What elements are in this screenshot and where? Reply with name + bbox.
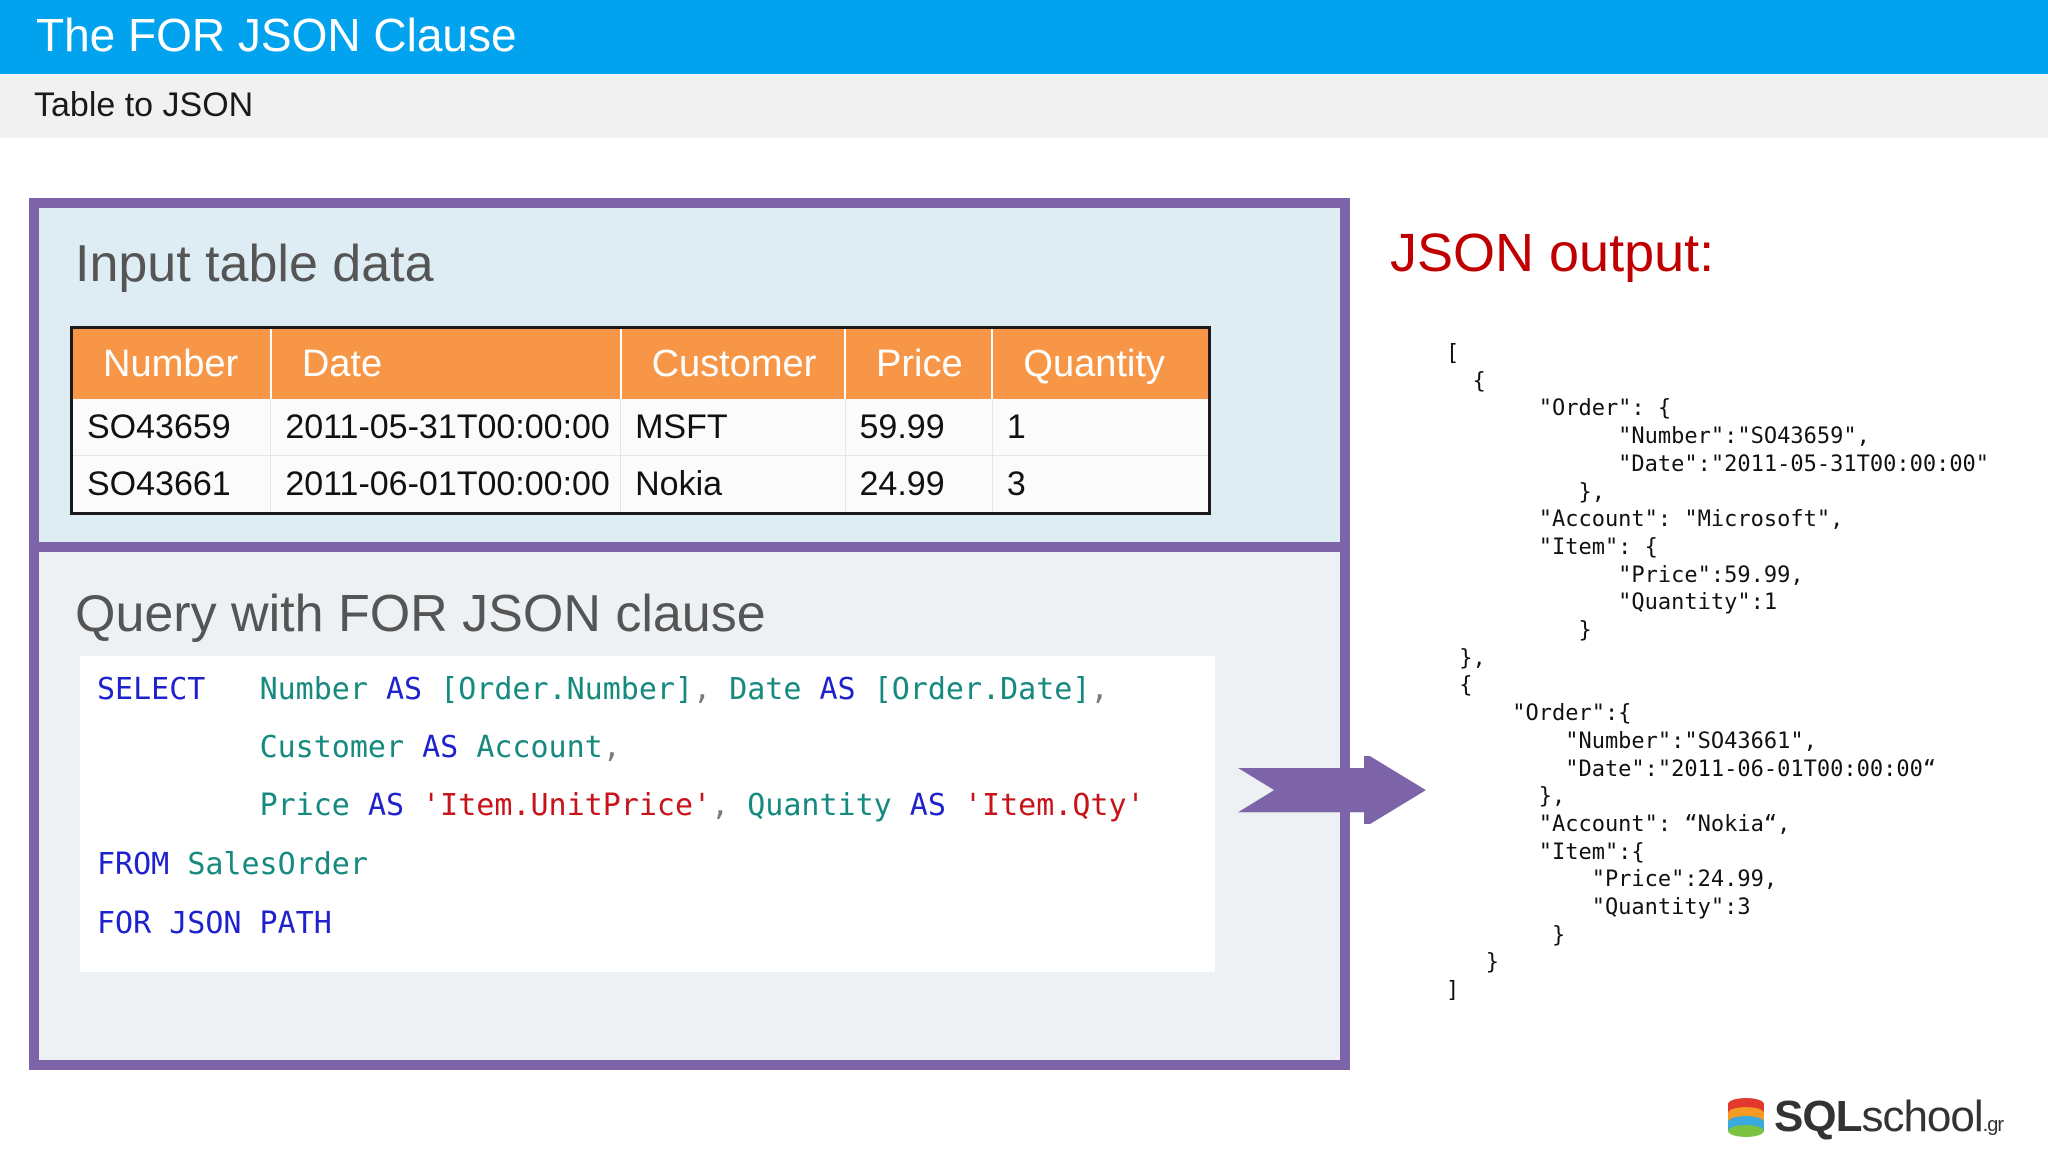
- input-panel-heading: Input table data: [75, 235, 434, 293]
- code-token: FROM: [97, 847, 170, 882]
- code-token: AS: [422, 730, 459, 765]
- code-token: AS: [367, 788, 405, 823]
- column-header-date: Date: [270, 327, 622, 399]
- code-line: SELECT Number AS [Order.Number], Date AS…: [97, 670, 1109, 710]
- code-token: [946, 788, 964, 823]
- slide-title: The FOR JSON Clause: [36, 9, 517, 61]
- table-header-row: Number Date Customer Price Quantity: [71, 327, 1210, 399]
- table-cell-number: SO43661: [71, 455, 272, 514]
- subtitle-bar: Table to JSON: [0, 74, 2048, 138]
- code-token: [Order.Number]: [440, 672, 694, 707]
- logo-text-tld: .gr: [1982, 1114, 2004, 1136]
- table-row: SO43661 2011-06-01T00:00:00 Nokia 24.99 …: [71, 455, 1210, 514]
- query-panel-heading: Query with FOR JSON clause: [75, 585, 766, 643]
- code-token: SalesOrder: [187, 847, 368, 882]
- input-table-panel: Input table data Number Date Customer Pr…: [29, 198, 1350, 552]
- code-token: ,: [693, 672, 730, 707]
- column-header-number: Number: [71, 327, 272, 399]
- code-token: [97, 788, 260, 823]
- code-line: Customer AS Account,: [97, 728, 621, 768]
- code-token: AS: [909, 788, 946, 823]
- logo-text-bold: SQL: [1774, 1092, 1862, 1141]
- database-stack-icon: [1728, 1098, 1764, 1137]
- code-token: [97, 730, 260, 765]
- code-token: [404, 788, 422, 823]
- code-token: [169, 847, 187, 882]
- code-token: [404, 730, 422, 765]
- table-row: SO43659 2011-05-31T00:00:00 MSFT 59.99 1: [71, 399, 1210, 456]
- table-cell-quantity: 1: [992, 399, 1210, 456]
- query-panel: Query with FOR JSON clause SELECT Number…: [29, 542, 1350, 1070]
- title-bar: The FOR JSON Clause: [0, 0, 2048, 74]
- code-token: [892, 788, 910, 823]
- table-cell-number: SO43659: [71, 399, 272, 456]
- code-token: [856, 672, 874, 707]
- code-token: ,: [602, 730, 621, 765]
- code-token: [422, 672, 440, 707]
- code-token: Date: [729, 672, 802, 707]
- table-cell-date: 2011-05-31T00:00:00: [270, 399, 622, 456]
- code-line: Price AS 'Item.UnitPrice', Quantity AS '…: [97, 786, 1145, 826]
- json-output-block: [ { "Order": { "Number":"SO43659", "Date…: [1446, 341, 1990, 1004]
- code-token: [368, 672, 386, 707]
- code-token: Number: [259, 672, 368, 707]
- code-token: Customer: [259, 730, 405, 765]
- logo-wordmark: SQLschool.gr: [1774, 1092, 2004, 1142]
- code-token: Quantity: [747, 788, 892, 823]
- logo-text-light: school: [1861, 1092, 1983, 1141]
- slide-subtitle: Table to JSON: [34, 86, 254, 124]
- code-token: 'Item.Qty': [963, 788, 1145, 823]
- sql-code-block: SELECT Number AS [Order.Number], Date AS…: [80, 656, 1215, 972]
- code-token: SELECT: [97, 672, 206, 707]
- code-line: FROM SalesOrder: [97, 845, 368, 885]
- code-token: Account: [476, 730, 603, 765]
- column-header-quantity: Quantity: [992, 327, 1210, 399]
- right-arrow-icon: [1238, 756, 1426, 824]
- json-output-heading: JSON output:: [1390, 223, 1715, 283]
- column-header-customer: Customer: [620, 327, 847, 399]
- code-token: [801, 672, 819, 707]
- table-cell-quantity: 3: [992, 455, 1210, 514]
- table-cell-price: 59.99: [845, 399, 993, 456]
- code-token: Price: [259, 788, 350, 823]
- table-cell-price: 24.99: [845, 455, 993, 514]
- code-token: AS: [386, 672, 423, 707]
- code-token: FOR JSON PATH: [97, 906, 332, 941]
- table-cell-date: 2011-06-01T00:00:00: [270, 455, 622, 514]
- code-token: [458, 730, 476, 765]
- code-token: [205, 672, 259, 707]
- input-data-table: Number Date Customer Price Quantity SO43…: [70, 326, 1211, 515]
- sqlschool-logo: SQLschool.gr: [1726, 1092, 2036, 1142]
- code-line: FOR JSON PATH: [97, 904, 332, 944]
- column-header-price: Price: [845, 327, 994, 399]
- code-token: 'Item.UnitPrice': [422, 788, 712, 823]
- table-cell-customer: Nokia: [620, 455, 846, 514]
- table-cell-customer: MSFT: [620, 399, 846, 456]
- code-token: ,: [711, 788, 748, 823]
- code-token: ,: [1090, 672, 1109, 707]
- code-token: AS: [819, 672, 856, 707]
- code-token: [Order.Date]: [873, 672, 1091, 707]
- code-token: [350, 788, 368, 823]
